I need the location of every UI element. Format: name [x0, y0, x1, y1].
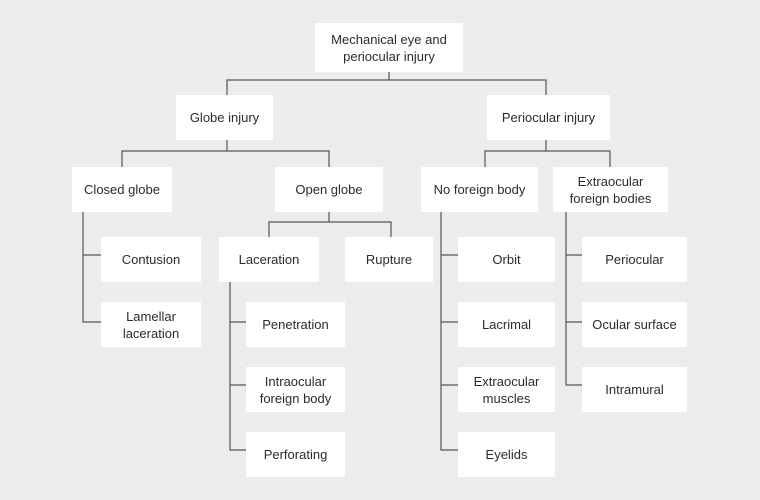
connector-open-globe	[268, 212, 392, 237]
node-open-globe: Open globe	[275, 167, 383, 212]
node-root: Mechanical eye and periocular injury	[315, 23, 463, 72]
node-lacrimal: Lacrimal	[458, 302, 555, 347]
node-intramural: Intramural	[582, 367, 687, 412]
node-globe-injury: Globe injury	[176, 95, 273, 140]
connector-laceration	[229, 282, 246, 451]
node-intraocular-foreign-body: Intraocular foreign body	[246, 367, 345, 412]
node-laceration: Laceration	[219, 237, 319, 282]
node-extraocular-foreign-bodies: Extraocular foreign bodies	[553, 167, 668, 212]
connector-no-foreign-body	[440, 212, 458, 451]
connector-root	[226, 72, 547, 95]
connector-closed-globe	[82, 212, 101, 323]
node-rupture: Rupture	[345, 237, 433, 282]
node-no-foreign-body: No foreign body	[421, 167, 538, 212]
node-closed-globe: Closed globe	[72, 167, 172, 212]
node-periocular-injury: Periocular injury	[487, 95, 610, 140]
node-orbit: Orbit	[458, 237, 555, 282]
node-eyelids: Eyelids	[458, 432, 555, 477]
node-penetration: Penetration	[246, 302, 345, 347]
node-extraocular-muscles: Extraocular muscles	[458, 367, 555, 412]
connector-extraocular-fb	[565, 212, 582, 386]
node-perforating: Perforating	[246, 432, 345, 477]
connector-globe	[121, 140, 330, 167]
connector-periocular	[484, 140, 611, 167]
node-periocular: Periocular	[582, 237, 687, 282]
node-ocular-surface: Ocular surface	[582, 302, 687, 347]
node-contusion: Contusion	[101, 237, 201, 282]
node-lamellar-laceration: Lamellar laceration	[101, 302, 201, 347]
